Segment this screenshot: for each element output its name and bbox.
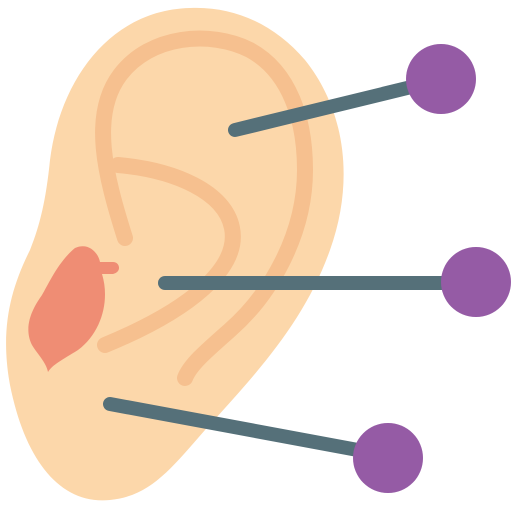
needle-bottom-shaft	[103, 397, 392, 462]
inner-ear	[28, 246, 120, 372]
needle-top-head	[406, 44, 476, 114]
needle-middle-head	[441, 247, 511, 317]
needle-bottom-head	[353, 423, 423, 493]
needle-bottom	[103, 397, 423, 493]
helix-fold	[95, 30, 314, 386]
needle-top	[228, 44, 476, 137]
antihelix-fold	[97, 157, 241, 353]
needle-middle	[158, 247, 511, 317]
needle-top-shaft	[228, 73, 447, 137]
